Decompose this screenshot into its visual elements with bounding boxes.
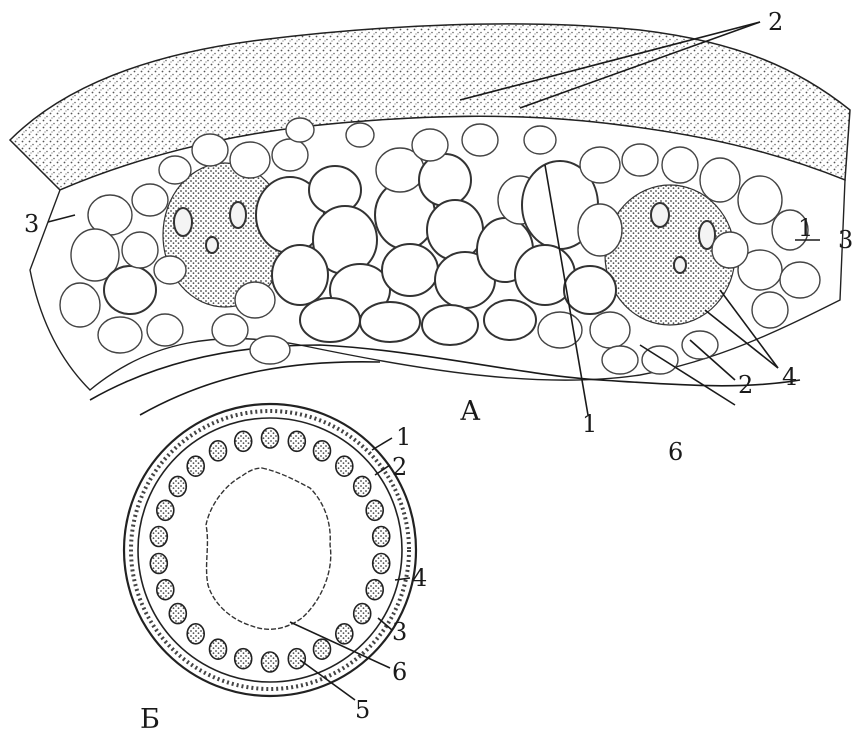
letter-a: А [460, 396, 481, 427]
label-b-6: 6 [392, 658, 407, 686]
label-b-2: 2 [392, 453, 407, 481]
label-a-2-top: 2 [768, 8, 783, 36]
label-a-4: 4 [782, 363, 797, 391]
vascular-bundle-b [336, 456, 353, 476]
parenchyma-cell [60, 283, 100, 327]
parenchyma-cell [462, 124, 498, 156]
parenchyma-cell [484, 300, 536, 340]
vascular-bundle-b [354, 476, 371, 496]
parenchyma-cell [300, 298, 360, 342]
parenchyma-cell [104, 266, 156, 314]
parenchyma-cell [580, 147, 620, 183]
label-a-2-bottom: 2 [738, 371, 753, 399]
parenchyma-cell [235, 282, 275, 318]
vascular-bundle-b [210, 441, 227, 461]
parenchyma-cell [419, 154, 471, 206]
parenchyma-cell [154, 256, 186, 284]
vascular-bundle-b [157, 580, 174, 600]
label-a-1-right: 1 [798, 214, 813, 242]
vascular-bundle-b [262, 428, 279, 448]
vascular-bundle-b [373, 554, 390, 574]
parenchyma-cell [159, 156, 191, 184]
vascular-bundle-b [354, 604, 371, 624]
vascular-bundle-b [336, 624, 353, 644]
vessel-lumen [230, 202, 246, 228]
parenchyma-cell [578, 204, 622, 256]
parenchyma-cell [272, 139, 308, 171]
parenchyma-cell [250, 336, 290, 364]
parenchyma-cell [622, 144, 658, 176]
vascular-bundle-b [235, 649, 252, 669]
parenchyma-cell [98, 317, 142, 353]
inner-boundary-a2 [140, 362, 380, 415]
vascular-bundle-b [314, 441, 331, 461]
parenchyma-cell [412, 129, 448, 161]
label-b-1: 1 [396, 423, 411, 451]
parenchyma-cell [590, 312, 630, 348]
vascular-bundle-b [373, 527, 390, 547]
vessel-lumen [206, 237, 218, 253]
vascular-bundle-b [210, 639, 227, 659]
parenchyma-cell [230, 142, 270, 178]
central-cavity-b [206, 468, 331, 629]
leader-b-1 [372, 438, 392, 450]
parenchyma-cell [286, 118, 314, 142]
parenchyma-cell [752, 292, 788, 328]
parenchyma-cell [382, 244, 438, 296]
parenchyma-cell [272, 245, 328, 305]
section-b [124, 404, 416, 696]
vascular-bundle-b [169, 476, 186, 496]
parenchyma-cell [192, 134, 228, 166]
parenchyma-cell [422, 305, 478, 345]
parenchyma-cell [780, 262, 820, 298]
parenchyma-cell [712, 232, 748, 268]
vascular-bundle-b [366, 580, 383, 600]
vascular-bundle-b [366, 500, 383, 520]
parenchyma-cell [132, 184, 168, 216]
vessel-lumen [174, 208, 192, 236]
parenchyma-cell [212, 314, 248, 346]
parenchyma-cell [346, 123, 374, 147]
vascular-bundle-b [187, 456, 204, 476]
label-a-6: 6 [668, 438, 683, 466]
vascular-bundle-b [288, 431, 305, 451]
parenchyma-cell [122, 232, 158, 268]
vascular-bundle-b [157, 500, 174, 520]
parenchyma-cell [360, 302, 420, 342]
parenchyma-cell [564, 266, 616, 314]
parenchyma-cell [524, 126, 556, 154]
leader-b-5 [300, 660, 355, 700]
label-b-4: 4 [412, 564, 427, 592]
vascular-bundle-b [187, 624, 204, 644]
vessel-lumen [674, 257, 686, 273]
vascular-bundle-b [235, 431, 252, 451]
parenchyma-cell [738, 176, 782, 224]
label-a-3-right: 3 [838, 226, 853, 254]
vascular-bundle-b [314, 639, 331, 659]
vascular-bundle-b [288, 649, 305, 669]
vascular-bundle-b [150, 527, 167, 547]
parenchyma-cell [662, 147, 698, 183]
parenchyma-cell [147, 314, 183, 346]
label-a-1-bottom: 1 [582, 410, 597, 438]
letter-b: Б [140, 704, 160, 734]
section-a [10, 24, 850, 415]
label-a-3-left: 3 [24, 210, 39, 238]
label-b-5: 5 [355, 696, 370, 724]
vessel-lumen [651, 203, 669, 227]
vascular-bundle-b [262, 652, 279, 672]
parenchyma-cell [427, 200, 483, 260]
parenchyma-cell [682, 331, 718, 359]
vascular-bundle-b [150, 554, 167, 574]
parenchyma-cell [602, 346, 638, 374]
parenchyma-cell [700, 158, 740, 202]
leader-b-4 [395, 578, 410, 580]
leader-b-2 [375, 465, 390, 475]
label-b-3: 3 [392, 618, 407, 646]
vascular-bundle-b [169, 604, 186, 624]
